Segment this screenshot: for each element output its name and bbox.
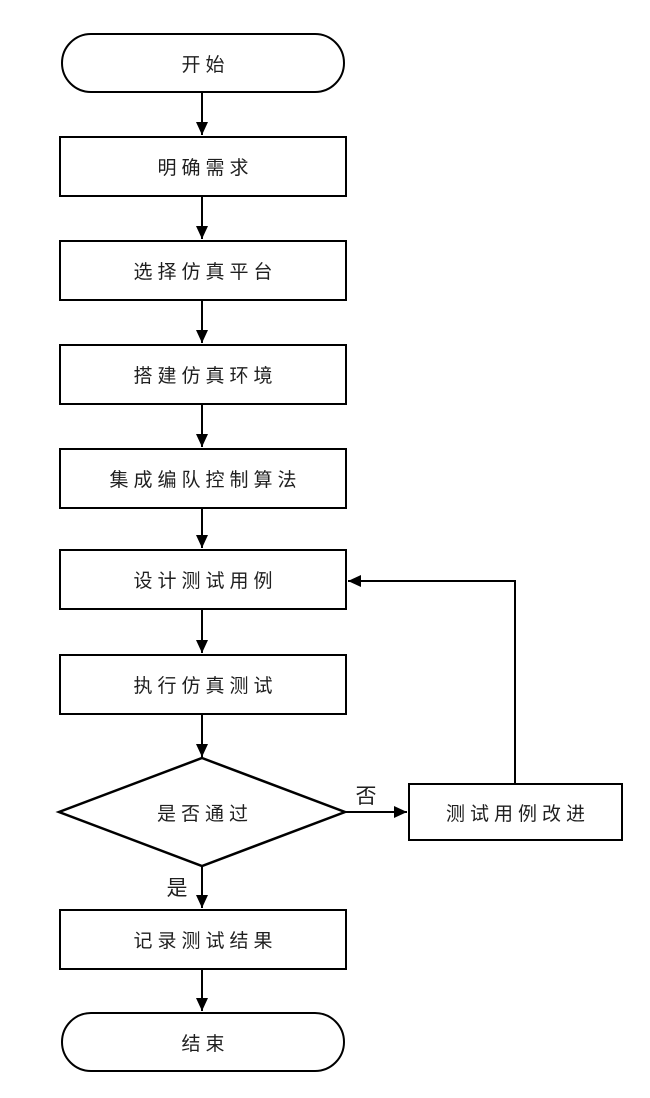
arrow-improve-loopback — [348, 575, 516, 783]
node-integrate-algorithm-label: 集成编队控制算法 — [109, 469, 302, 491]
node-improve-test-cases-label: 测试用例改进 — [445, 802, 590, 825]
node-select-platform: 选择仿真平台 — [59, 240, 347, 301]
node-build-environment-label: 搭建仿真环境 — [133, 365, 278, 387]
node-improve-test-cases: 测试用例改进 — [408, 783, 623, 841]
node-start-label: 开始 — [181, 53, 230, 76]
node-select-platform-label: 选择仿真平台 — [133, 261, 278, 283]
node-run-simulation-test-label: 执行仿真测试 — [133, 675, 278, 697]
node-build-environment: 搭建仿真环境 — [59, 344, 347, 405]
node-design-test-cases: 设计测试用例 — [59, 549, 347, 610]
node-clarify-requirements: 明确需求 — [59, 136, 347, 197]
node-clarify-requirements-label: 明确需求 — [157, 157, 254, 179]
node-run-simulation-test: 执行仿真测试 — [59, 654, 347, 715]
node-record-results-label: 记录测试结果 — [133, 930, 278, 952]
branch-label-yes: 是 — [166, 876, 188, 900]
node-record-results: 记录测试结果 — [59, 909, 347, 970]
node-end: 结束 — [61, 1012, 345, 1072]
node-start: 开始 — [61, 33, 345, 93]
node-pass-decision: 是否通过 — [59, 758, 346, 866]
decision-diamond-shape — [55, 756, 349, 868]
node-design-test-cases-label: 设计测试用例 — [133, 570, 278, 592]
node-pass-decision-label: 是否通过 — [156, 802, 253, 825]
branch-label-no: 否 — [355, 784, 377, 808]
node-integrate-algorithm: 集成编队控制算法 — [59, 448, 347, 509]
node-end-label: 结束 — [181, 1032, 230, 1055]
